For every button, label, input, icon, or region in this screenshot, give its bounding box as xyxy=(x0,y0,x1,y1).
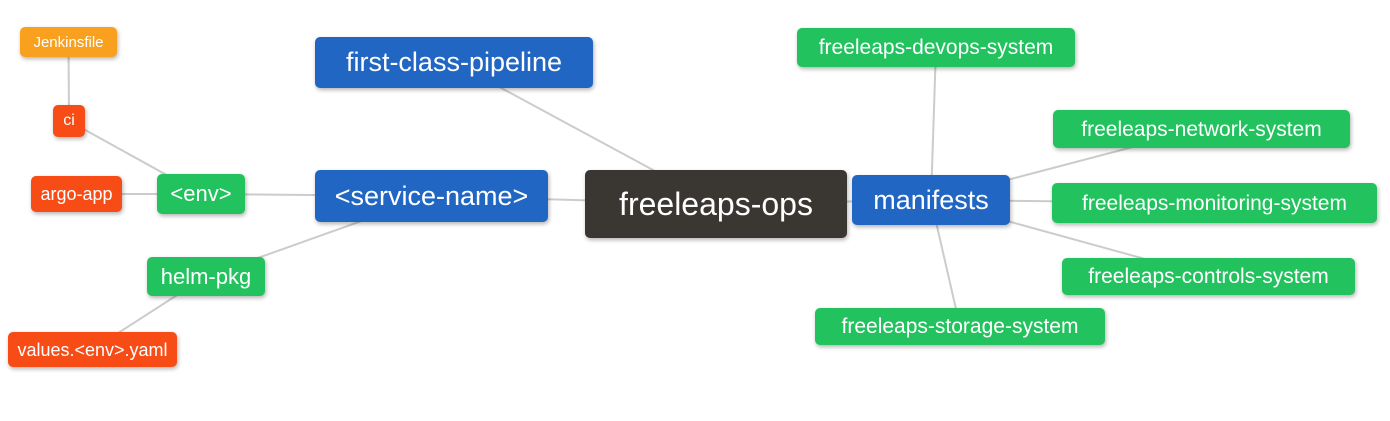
node-env[interactable]: <env> xyxy=(157,174,245,214)
node-freeleaps-devops-system[interactable]: freeleaps-devops-system xyxy=(797,28,1075,67)
node-service-name[interactable]: <service-name> xyxy=(315,170,548,222)
node-freeleaps-controls-system[interactable]: freeleaps-controls-system xyxy=(1062,258,1355,295)
node-freeleaps-network-system[interactable]: freeleaps-network-system xyxy=(1053,110,1350,148)
node-ci[interactable]: ci xyxy=(53,105,85,137)
node-freeleaps-monitoring-system[interactable]: freeleaps-monitoring-system xyxy=(1052,183,1377,223)
node-first-class-pipeline[interactable]: first-class-pipeline xyxy=(315,37,593,88)
node-jenkinsfile[interactable]: Jenkinsfile xyxy=(20,27,117,57)
node-manifests[interactable]: manifests xyxy=(852,175,1010,225)
node-freeleaps-ops[interactable]: freeleaps-ops xyxy=(585,170,847,238)
node-freeleaps-storage-system[interactable]: freeleaps-storage-system xyxy=(815,308,1105,345)
node-values-env-yaml[interactable]: values.<env>.yaml xyxy=(8,332,177,367)
node-helm-pkg[interactable]: helm-pkg xyxy=(147,257,265,296)
node-argo-app[interactable]: argo-app xyxy=(31,176,122,212)
